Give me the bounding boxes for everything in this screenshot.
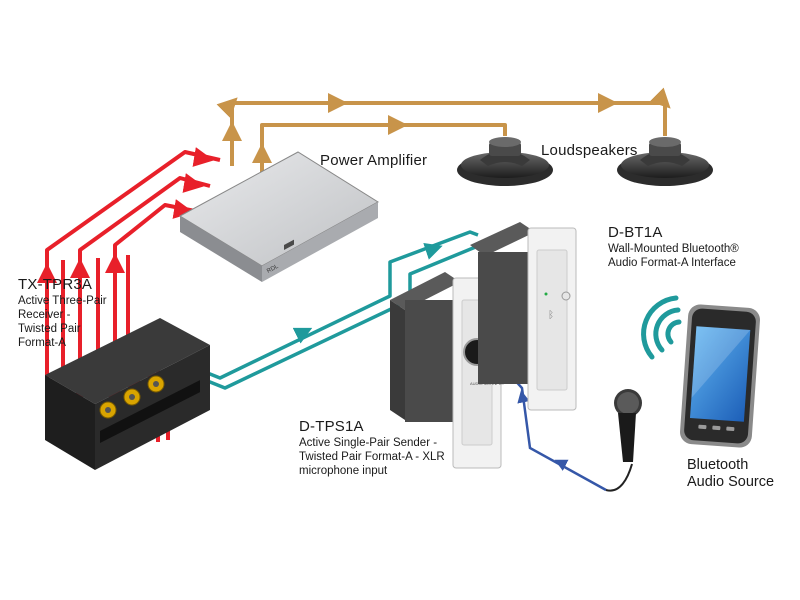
smartphone-icon: [680, 304, 760, 448]
label-tx-tpr3a-title: TX-TPR3A: [18, 276, 93, 293]
label-d-tps1a-title: D-TPS1A: [299, 418, 364, 435]
d-bt1a-device: ᛒ: [470, 222, 577, 411]
loudspeaker-right: [617, 137, 713, 186]
mic-cord: [605, 463, 633, 492]
label-d-bt1a-title: D-BT1A: [608, 224, 663, 241]
loudspeaker-left: [457, 137, 553, 186]
speaker-wires: [216, 87, 671, 176]
wireless-signal-icon: [641, 295, 682, 360]
amp-logo: RDL: [266, 264, 280, 275]
label-d-bt1a-desc: Wall-Mounted Bluetooth® Audio Format-A I…: [608, 243, 739, 269]
label-d-tps1a-desc: Active Single-Pair Sender - Twisted Pair…: [299, 437, 445, 477]
teal-pair-a: [204, 230, 479, 380]
tx-tpr3a-device: [45, 318, 210, 470]
label-power-amplifier: Power Amplifier: [320, 152, 428, 169]
power-amplifier: RDL: [178, 151, 379, 282]
bluetooth-icon: ᛒ: [548, 310, 554, 321]
label-bluetooth-source: Bluetooth Audio Source: [687, 457, 775, 490]
label-loudspeakers: Loudspeakers: [541, 142, 638, 159]
microphone-icon: [614, 389, 642, 462]
label-tx-tpr3a-desc: Active Three-Pair Receiver - Twisted Pai…: [18, 295, 107, 349]
